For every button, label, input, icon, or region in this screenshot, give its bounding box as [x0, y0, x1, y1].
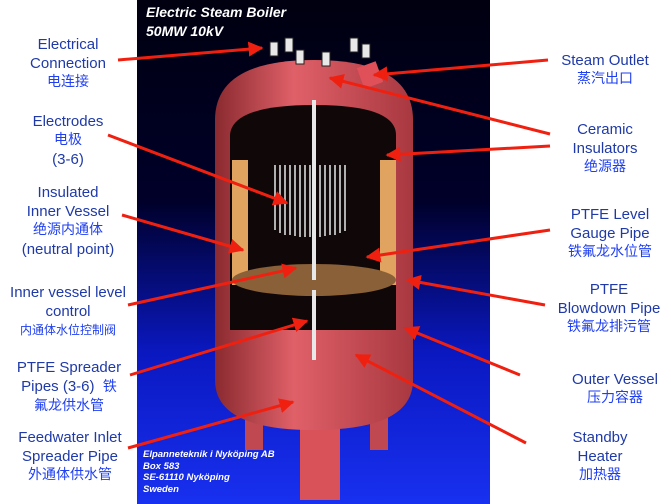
- title: Electric Steam Boiler: [146, 4, 287, 20]
- subtitle: 50MW 10kV: [146, 23, 224, 39]
- callout-arrows: [107, 41, 551, 450]
- inner-vessel-wall: [232, 160, 248, 285]
- center-leg: [300, 420, 340, 500]
